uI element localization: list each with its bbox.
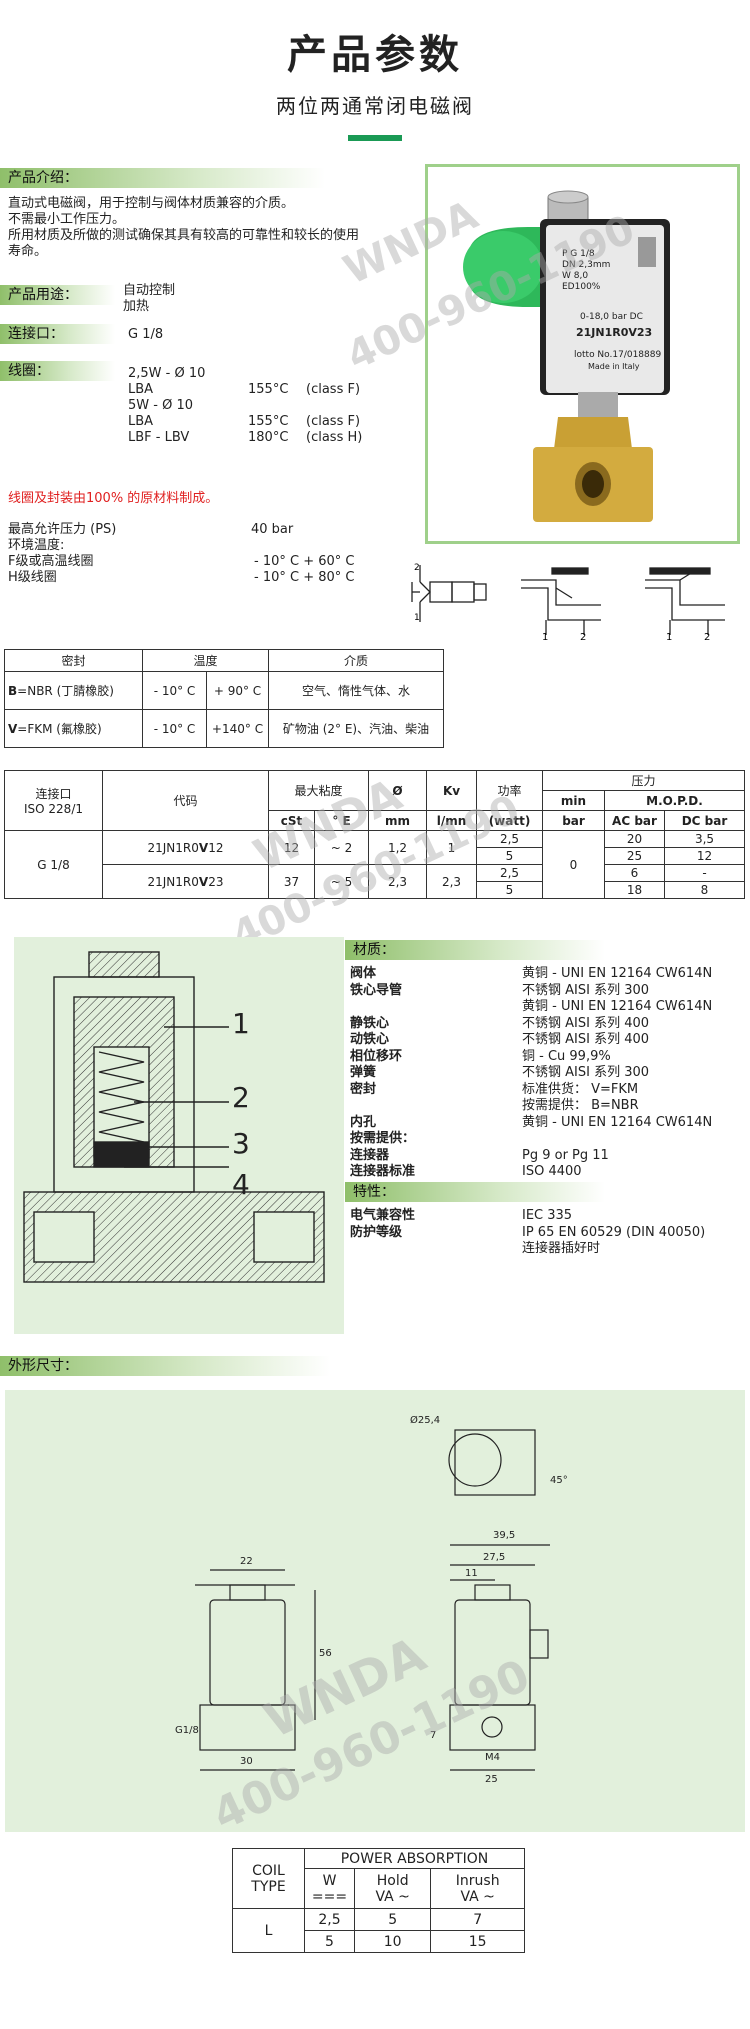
pressure-row: 最高允许压力 (PS)40 bar — [8, 522, 294, 537]
callout-number: 4 — [232, 1168, 250, 1201]
list-row: 相位移环铜 - Cu 99,9% — [350, 1048, 611, 1064]
dimension-label: 7 — [430, 1730, 437, 1741]
dimension-label: 30 — [240, 1756, 253, 1767]
dimension-label: 56 — [319, 1648, 332, 1659]
port-value: G 1/8 — [128, 327, 164, 342]
photo-label: lotto No.17/018889 — [574, 350, 662, 360]
photo-label: Made in Italy — [588, 362, 640, 371]
intro-line: 直动式电磁阀，用于控制与阀体材质兼容的介质。 — [8, 196, 295, 211]
dimension-label: 39,5 — [493, 1530, 516, 1541]
photo-label: 0-18,0 bar DC — [580, 312, 643, 322]
usage-values: 自动控制 加热 — [123, 283, 175, 315]
list-row: 阀体黄铜 - UNI EN 12164 CW614N — [350, 966, 713, 981]
list-row: 弹簧不锈钢 AISI 系列 300 — [350, 1065, 650, 1080]
dimension-drawing: Ø25,4 45° 39,5 27,5 11 22 56 G1/8 30 7 M… — [5, 1390, 745, 1832]
callout-number: 1 — [232, 1007, 250, 1040]
dimension-label: 25 — [485, 1774, 498, 1785]
svg-text:1: 1 — [414, 613, 420, 623]
coil-row: 5W - Ø 10 — [128, 398, 193, 413]
page-subtitle: 两位两通常闭电磁阀 — [276, 94, 474, 118]
usage-value: 自动控制 — [123, 283, 176, 298]
pressure-row: H级线圈- 10° C + 80° C — [8, 570, 355, 585]
table-header: 密封 — [4, 649, 143, 672]
usage-value: 加热 — [123, 299, 150, 314]
page-title: 产品参数 — [287, 32, 463, 78]
dimension-label: 11 — [465, 1568, 478, 1579]
dimension-label: Ø25,4 — [410, 1415, 441, 1426]
svg-text:2: 2 — [704, 632, 710, 640]
coil-label: 线圈： — [0, 361, 115, 381]
intro-line: 所用材质及所做的测试确保其具有较高的可靠性和较长的使用 — [8, 228, 360, 243]
dimension-label: M4 — [485, 1752, 500, 1763]
dimension-label: 27,5 — [483, 1552, 506, 1563]
svg-text:1: 1 — [542, 632, 548, 640]
list-row: 按需提供： — [350, 1131, 416, 1146]
list-row: 铁心导管不锈钢 AISI 系列 300 — [350, 982, 650, 998]
dimension-label: G1/8 — [175, 1725, 199, 1736]
pressure-row: F级或高温线圈- 10° C + 60° C — [8, 554, 355, 569]
svg-text:2: 2 — [414, 563, 420, 573]
dimension-label: 22 — [240, 1556, 253, 1567]
photo-code: 21JN1R0V23 — [576, 326, 653, 339]
table-header: 介质 — [268, 649, 444, 672]
section-drawing: 1 2 3 4 — [14, 937, 344, 1334]
intro-line: 不需最小工作压力。 — [8, 212, 126, 227]
callout-number: 3 — [232, 1127, 250, 1160]
list-row: 密封标准供货： V=FKM — [350, 1081, 639, 1097]
callout-number: 2 — [232, 1081, 250, 1114]
dimensions-heading: 外形尺寸： — [0, 1356, 330, 1376]
svg-text:2: 2 — [580, 632, 586, 640]
valve-symbol: 21 — [411, 563, 487, 623]
dimension-label: 45° — [550, 1475, 568, 1486]
svg-text:1: 1 — [666, 632, 672, 640]
intro-heading: 产品介绍： — [0, 168, 325, 188]
coil-row: 2,5W - Ø 10 — [128, 366, 206, 381]
list-row: 黄铜 - UNI EN 12164 CW614N — [522, 999, 713, 1014]
list-row: 内孔黄铜 - UNI EN 12164 CW614N — [350, 1114, 713, 1130]
pressure-info: 最高允许压力 (PS)40 bar 环境温度: F级或高温线圈- 10° C +… — [8, 522, 408, 586]
intro-text: 直动式电磁阀，用于控制与阀体材质兼容的介质。 不需最小工作压力。 所用材质及所做… — [8, 196, 428, 260]
table-header: 温度 — [142, 649, 269, 672]
list-row: 静铁心不锈钢 AISI 系列 400 — [350, 1015, 650, 1031]
pressure-row: 环境温度: — [8, 538, 65, 553]
list-row: 连接器插好时 — [522, 1241, 601, 1256]
list-row: 动铁心不锈钢 AISI 系列 400 — [350, 1032, 650, 1047]
title-underline — [348, 135, 402, 141]
features-heading: 特性： — [345, 1182, 605, 1202]
material-note: 线圈及封装由100% 的原材料制成。 — [8, 491, 219, 506]
port-label: 连接口： — [0, 324, 115, 344]
usage-label: 产品用途： — [0, 285, 115, 305]
materials-heading: 材质： — [345, 940, 605, 960]
intro-line: 寿命。 — [8, 244, 48, 259]
list-row: 按需提供： B=NBR — [522, 1098, 639, 1113]
